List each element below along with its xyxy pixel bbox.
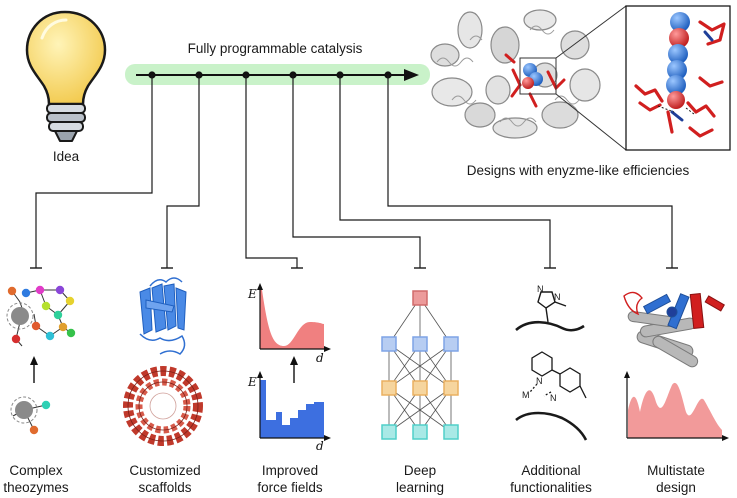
nn-node — [443, 336, 459, 352]
label-line: theozymes — [3, 480, 69, 495]
label-line: functionalities — [510, 480, 592, 495]
lightbulb-icon — [25, 10, 107, 142]
energy-plot-top — [257, 283, 331, 352]
label-line: Complex — [9, 463, 63, 478]
idea-label: Idea — [53, 149, 80, 164]
up-arrow-icon — [290, 356, 298, 383]
nn-node — [443, 380, 459, 396]
nn-node — [412, 424, 428, 440]
label-line: design — [656, 480, 696, 495]
up-arrow-icon — [30, 356, 38, 383]
nn-node — [443, 424, 459, 440]
label-line: Improved — [261, 463, 319, 478]
nitrogen-symbol: N — [537, 284, 544, 294]
simple-theozyme — [10, 396, 51, 435]
label-improved-force-fields: Improved force fields — [242, 462, 338, 496]
energy-axis-label: E — [247, 287, 257, 301]
label-deep-learning: Deep learning — [378, 462, 462, 496]
active-site-inset — [625, 5, 731, 151]
nn-node — [381, 336, 397, 352]
label-additional-functionalities: Additional functionalities — [496, 462, 606, 496]
neural-network — [381, 290, 459, 440]
nitrogen-symbol: N — [536, 376, 543, 386]
imidazole-group — [515, 291, 585, 332]
arrowhead-icon — [404, 69, 419, 81]
nn-node — [381, 424, 397, 440]
beta-barrel-scaffold — [139, 277, 187, 355]
theozyme-network — [6, 285, 76, 347]
label-customized-scaffolds: Customized scaffolds — [117, 462, 213, 496]
energy-axis-label: E — [247, 375, 257, 389]
protein-structure — [430, 5, 627, 151]
label-line: Customized — [129, 463, 201, 478]
arrow-label: Fully programmable catalysis — [188, 41, 363, 56]
nn-node — [412, 336, 428, 352]
label-complex-theozymes: Complex theozymes — [0, 462, 72, 496]
label-line: Multistate — [647, 463, 705, 478]
label-line: Deep — [403, 463, 437, 478]
designs-caption: Designs with enyzme-like efficiencies — [467, 163, 690, 178]
bipyridine-group — [515, 351, 588, 441]
nn-node — [412, 290, 428, 306]
helical-repeat-scaffold — [123, 366, 203, 446]
nn-node — [381, 380, 397, 396]
distance-axis-label: d — [316, 439, 324, 453]
label-multistate-design: Multistate design — [628, 462, 724, 496]
distance-axis-label: d — [316, 351, 324, 365]
multistate-energy-plot — [624, 371, 729, 441]
label-line: force fields — [257, 480, 323, 495]
connector-lines — [35, 75, 673, 268]
multistate-structure — [623, 291, 725, 368]
nitrogen-symbol: N — [550, 393, 557, 403]
metal-symbol: M — [522, 390, 530, 400]
label-line: scaffolds — [138, 480, 192, 495]
label-line: Additional — [521, 463, 581, 478]
energy-plot-bottom — [257, 371, 331, 441]
nitrogen-symbol: N — [554, 292, 561, 302]
label-line: learning — [395, 480, 445, 495]
nn-node — [412, 380, 428, 396]
